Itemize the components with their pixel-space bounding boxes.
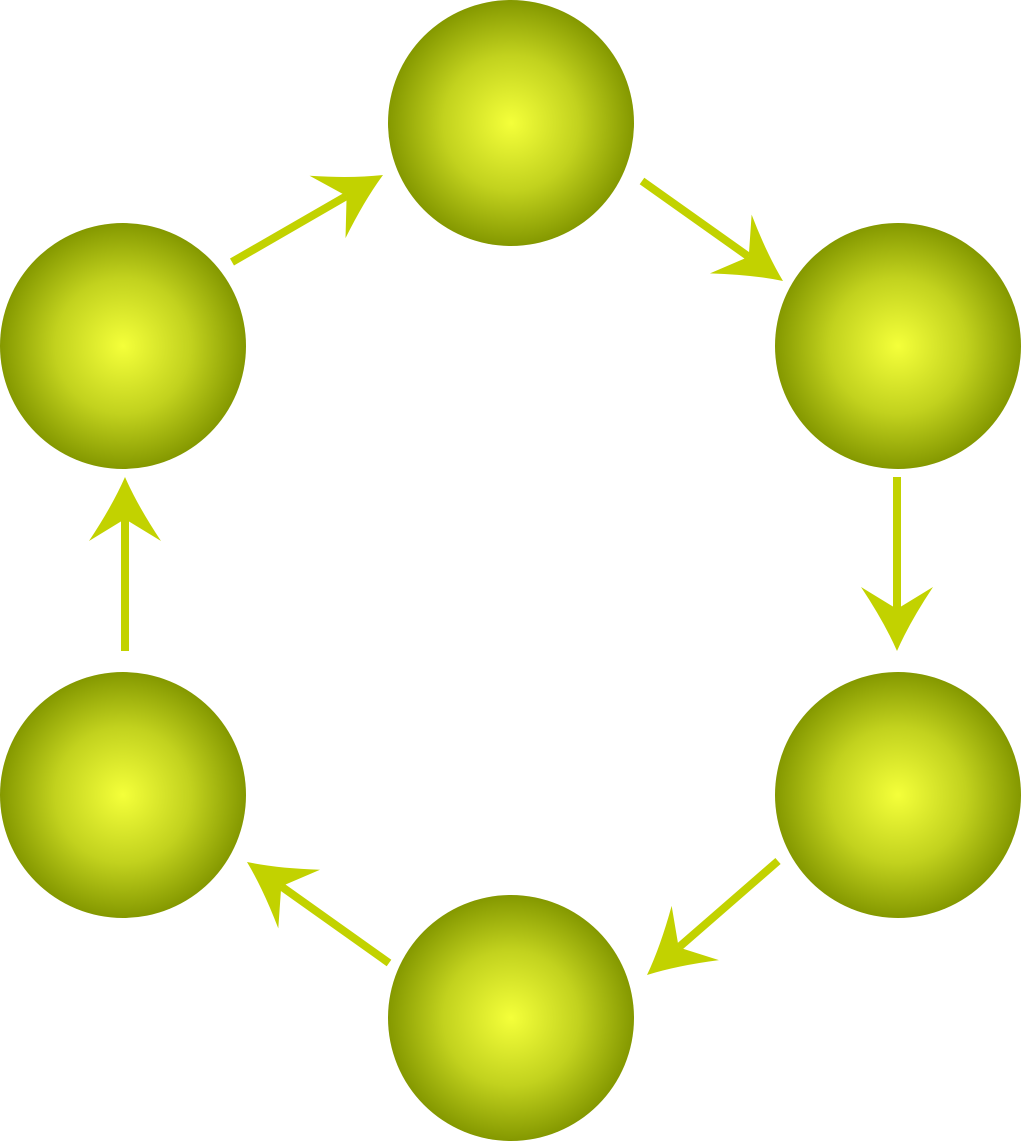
arrowhead — [309, 175, 383, 239]
arrowhead — [647, 905, 719, 975]
edges-layer — [89, 175, 933, 975]
node-bottom — [388, 895, 634, 1141]
arrow-top-to-upper-right — [639, 177, 783, 281]
arrow-upper-right-to-lower-right — [861, 477, 933, 651]
arrowhead — [89, 477, 161, 541]
node-lower-right — [775, 672, 1021, 918]
node-top — [388, 0, 634, 246]
arrow-shaft — [230, 192, 349, 266]
node-upper-left — [0, 223, 246, 469]
arrow-upper-left-to-top — [230, 175, 383, 266]
arrow-lower-right-to-bottom — [647, 857, 781, 975]
arrow-lower-left-to-upper-left — [89, 477, 161, 651]
node-upper-right — [775, 223, 1021, 469]
arrow-shaft — [676, 857, 781, 951]
arrow-shaft — [639, 177, 752, 260]
arrow-shaft — [278, 883, 392, 967]
node-lower-left — [0, 672, 246, 918]
arrow-bottom-to-lower-left — [247, 862, 392, 967]
arrowhead — [861, 587, 933, 651]
arrowhead — [709, 214, 783, 281]
arrowhead — [247, 862, 321, 929]
